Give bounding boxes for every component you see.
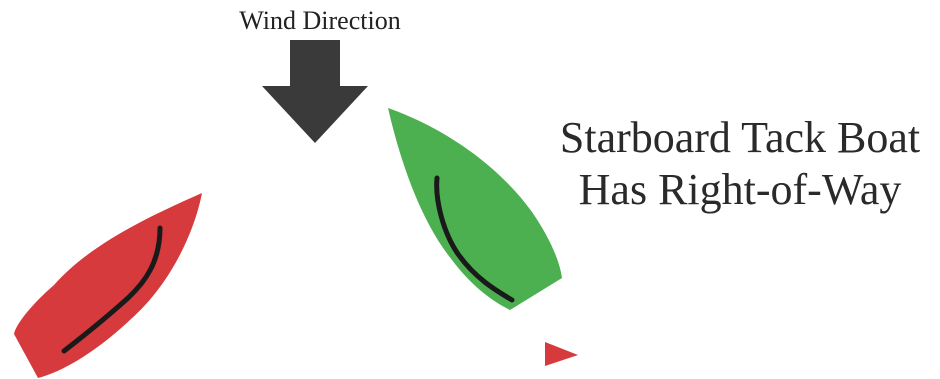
direction-marker <box>545 342 578 366</box>
right-of-way-headline: Starboard Tack Boat Has Right-of-Way <box>545 112 935 216</box>
headline-line-1: Starboard Tack Boat <box>545 112 935 164</box>
headline-line-2: Has Right-of-Way <box>545 164 935 216</box>
wind-arrow-icon <box>262 40 368 143</box>
starboard-tack-boat <box>388 108 562 310</box>
port-tack-boat <box>14 193 202 378</box>
